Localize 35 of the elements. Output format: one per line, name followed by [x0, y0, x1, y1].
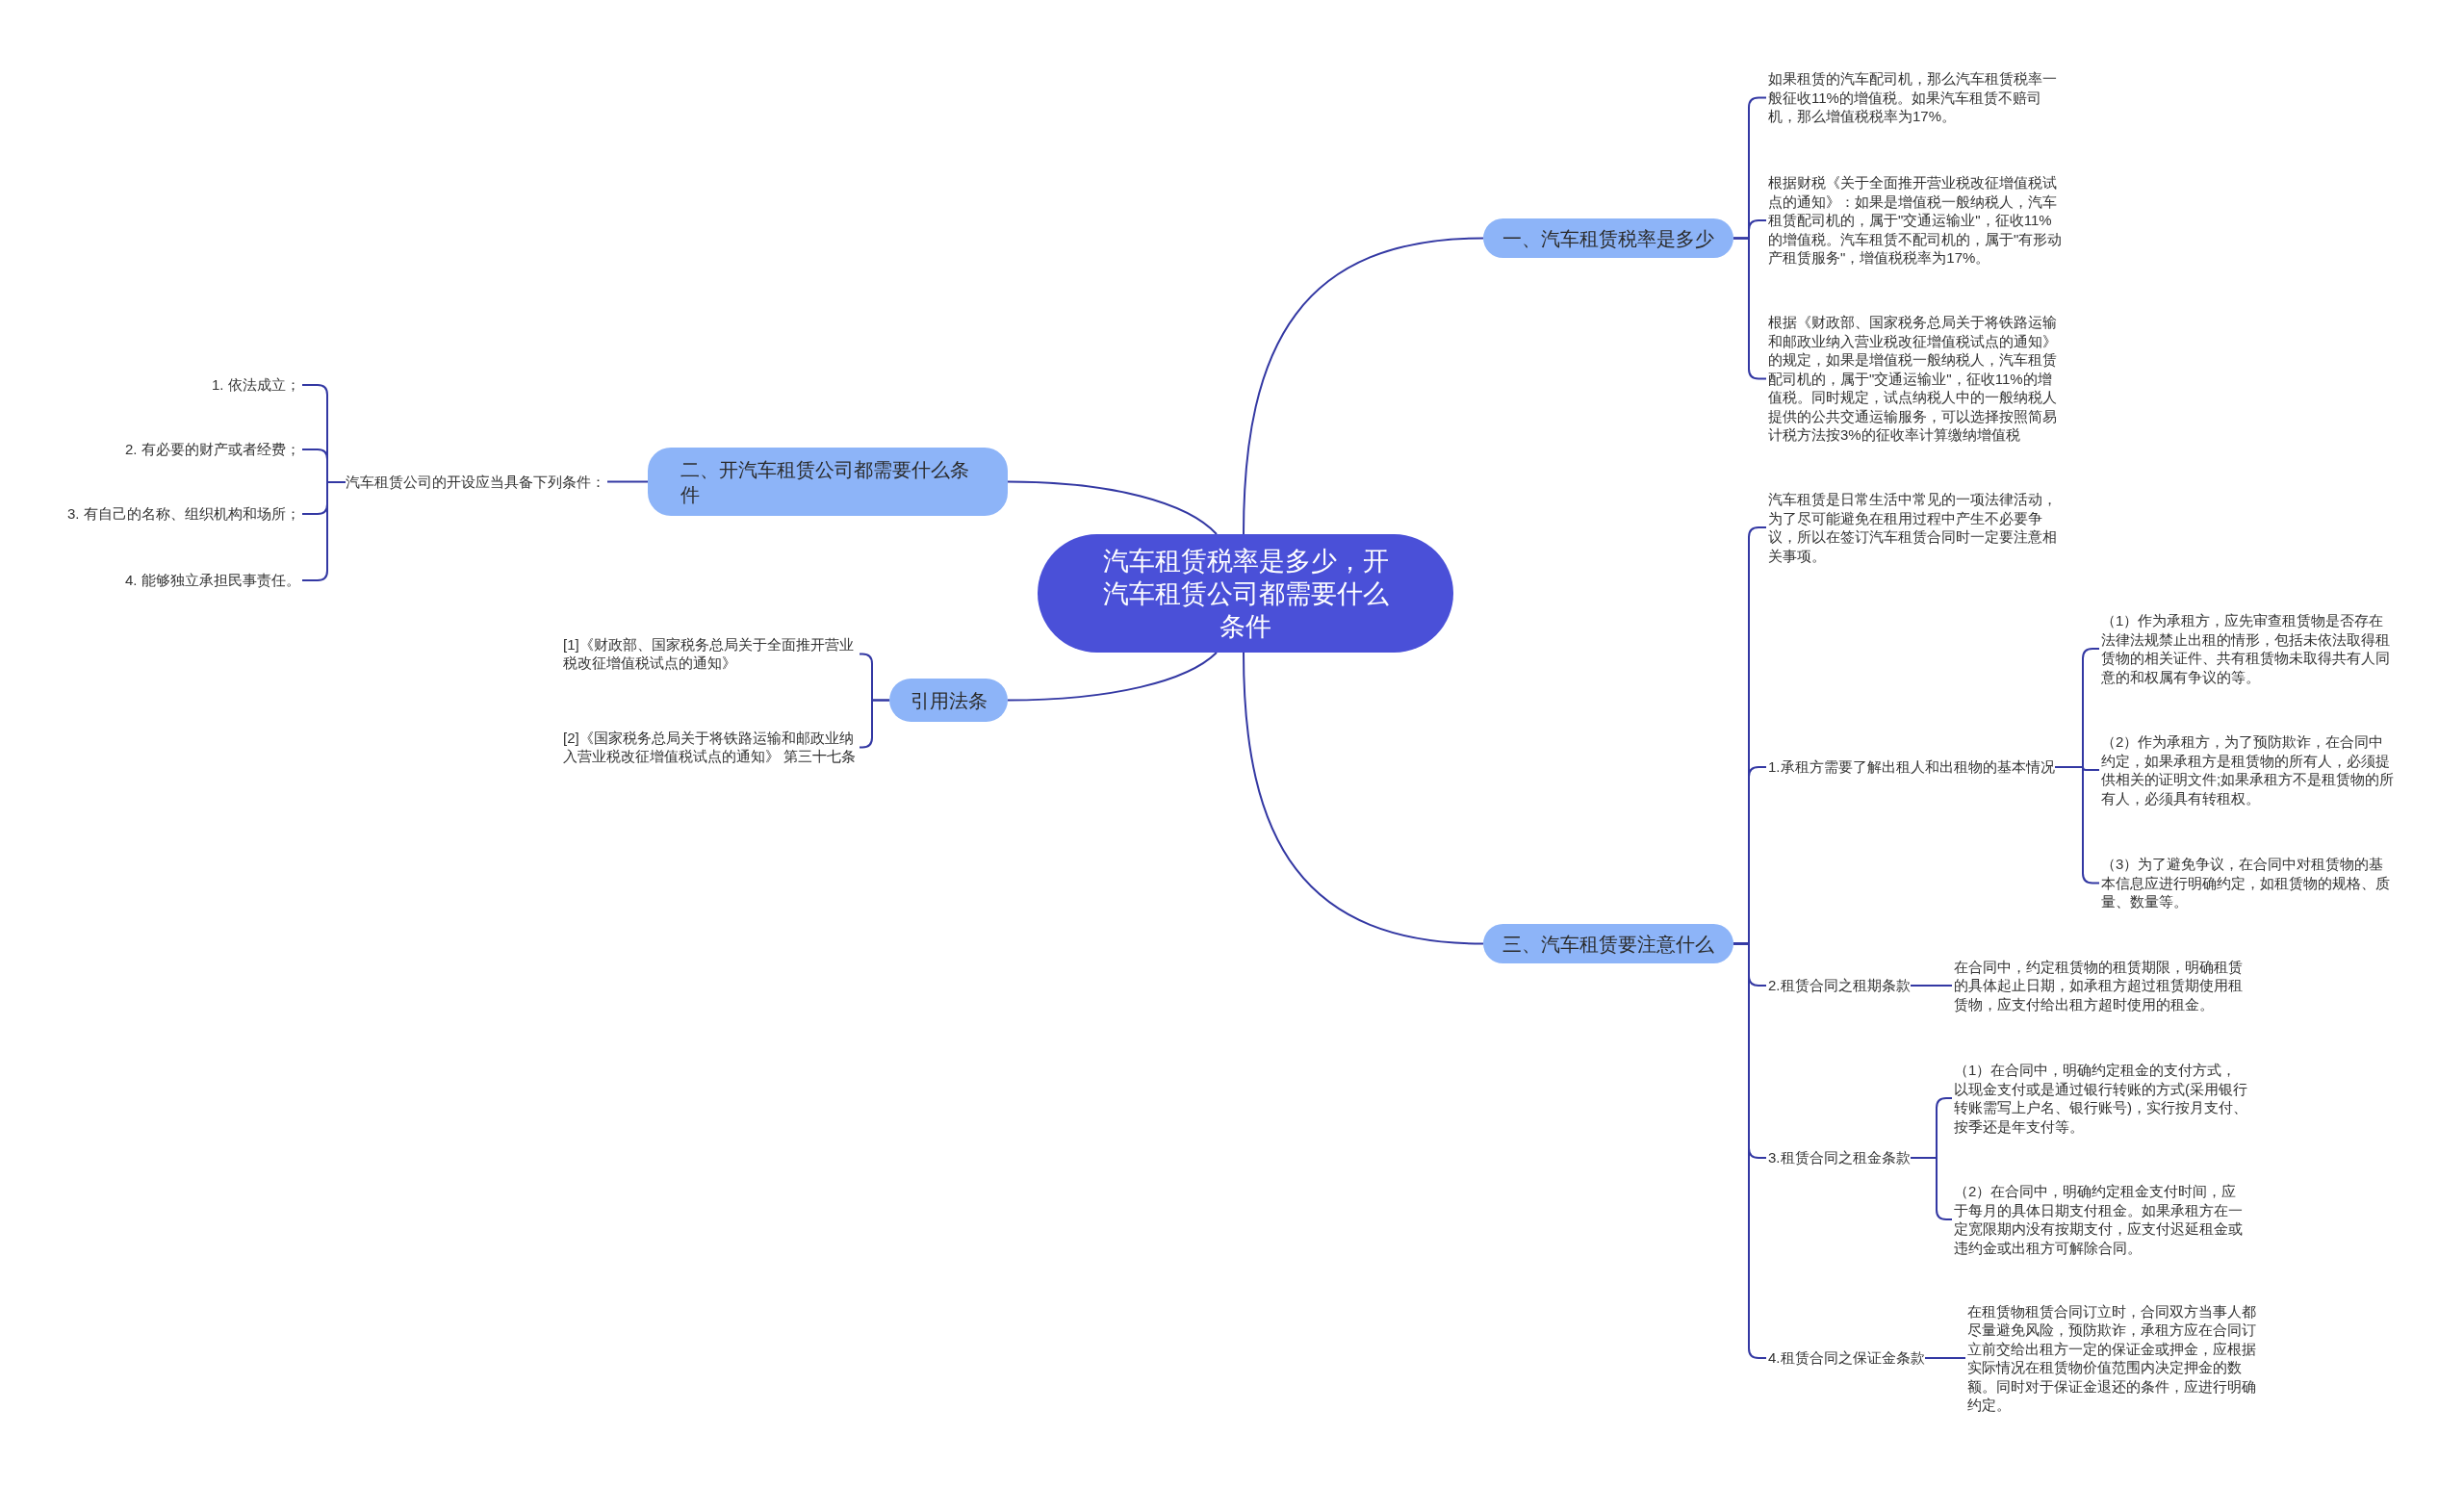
connector-line [1243, 652, 1484, 945]
central-topic-box: 汽车租赁税率是多少，开汽车租赁公司都需要什么条件 [1038, 534, 1453, 653]
topic-box: 二、开汽车租赁公司都需要什么条件 [648, 448, 1008, 516]
topic-box: 引用法条 [889, 679, 1008, 722]
topic-text: [2]《国家税务总局关于将铁路运输和邮政业纳入营业税改征增值税试点的通知》 第三十七条 [563, 728, 858, 766]
connector-line [1243, 237, 1484, 535]
topic-text: 3. 有自己的名称、组织机构和场所； [67, 504, 300, 524]
topic-text: 2.租赁合同之租期条款 [1768, 976, 1911, 995]
topic-text: 汽车租赁是日常生活中常见的一项法律活动，为了尽可能避免在租用过程中产生不必要争议，所以在签订汽车租赁合同时一定要注意相关事项。 [1768, 490, 2064, 565]
connector-line [1924, 1357, 1966, 1359]
topic-box: 一、汽车租赁税率是多少 [1483, 218, 1733, 258]
topic-text: 根据《财政部、国家税务总局关于将铁路运输和邮政业纳入营业税改征增值税试点的通知》的规定，如果是增值税一般纳税人，汽车租赁配司机的，属于"交通运输业"，征收11%的增值税。同时规定，试点纳税人中的一般纳税人提供的公共交通运输服务，可以选择按照简易计税方法按3%的征收率计算缴纳增值税 [1768, 313, 2064, 445]
topic-box: 三、汽车租赁要注意什么 [1483, 924, 1733, 963]
topic-text: 在租赁物租赁合同订立时，合同双方当事人都尽量避免风险，预防欺诈，承租方应在合同订立前交给出租方一定的保证金或押金，应根据实际情况在租赁物价值范围内决定押金的数额。同时对于保证金退还的条件，应进行明确约定。 [1967, 1301, 2263, 1415]
topic-text: 在合同中，约定租赁物的租赁期限，明确租赁的具体起止日期，如承租方超过租赁期使用租赁物，应支付给出租方超时使用的租金。 [1954, 957, 2249, 1013]
connector-line [1910, 985, 1953, 987]
topic-text: 3.租赁合同之租金条款 [1768, 1148, 1911, 1167]
topic-text: 如果租赁的汽车配司机，那么汽车租赁税率一般征收11%的增值税。如果汽车租赁不赔司机，那么增值税税率为17%。 [1768, 69, 2064, 126]
topic-text: [1]《财政部、国家税务总局关于全面推开营业税改征增值税试点的通知》 [563, 634, 858, 673]
topic-text: （2）作为承租方，为了预防欺诈，在合同中约定，如果承租方是租赁物的所有人，必须提供相关的证明文件;如果承租方不是租赁物的所有人，必须具有转租权。 [2101, 732, 2397, 808]
connector-line [859, 699, 890, 749]
topic-text: 4.租赁合同之保证金条款 [1768, 1348, 1925, 1368]
topic-text: （1）在合同中，明确约定租金的支付方式，以现金支付或是通过银行转账的方式(采用银行转账需写上户名、银行账号)，实行按月支付、按季还是年支付等。 [1954, 1061, 2249, 1136]
topic-text: （1）作为承租方，应先审查租赁物是否存在法律法规禁止出租的情形，包括未依法取得租赁物的相关证件、共有租赁物未取得共有人同意的和权属有争议的等。 [2101, 611, 2397, 686]
topic-text: 1. 依法成立； [212, 375, 300, 395]
topic-text: （2）在合同中，明确约定租金支付时间，应于每月的具体日期支付租金。如果承租方在一定宽限期内没有按期支付，应支付迟延租金或违约金或出租方可解除合同。 [1954, 1182, 2249, 1257]
connector-line [1007, 652, 1218, 702]
topic-text: 4. 能够独立承担民事责任。 [125, 571, 300, 590]
topic-text: 1.承租方需要了解出租人和出租物的基本情况 [1768, 757, 2055, 777]
connector-line [606, 480, 649, 483]
connector-line [1007, 480, 1218, 535]
topic-text: （3）为了避免争议，在合同中对租赁物的基本信息应进行明确约定，如租赁物的规格、质量、数量等。 [2101, 855, 2397, 911]
topic-text: 汽车租赁公司的开设应当具备下列条件： [346, 473, 605, 492]
topic-text: 根据财税《关于全面推开营业税改征增值税试点的通知》：如果是增值税一般纳税人，汽车租赁配司机的，属于"交通运输业"，征收11%的增值税。汽车租赁不配司机的，属于"有形动产租赁服务"，增值税税率为17%。 [1768, 173, 2064, 268]
topic-text: 2. 有必要的财产或者经费； [125, 440, 300, 459]
